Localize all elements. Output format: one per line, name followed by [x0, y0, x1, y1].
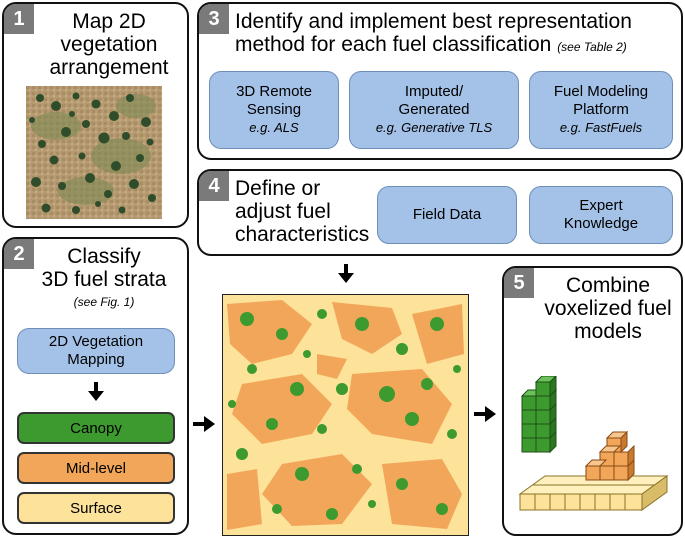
method-imputed-generated: Imputed/ Generated e.g. Generative TLS	[349, 71, 519, 149]
step-number: 4	[199, 171, 229, 201]
panel-map-2d-vegetation: 1 Map 2D vegetation arrangement	[2, 2, 189, 228]
step-number: 5	[504, 268, 534, 298]
right-arrow-icon	[474, 406, 496, 422]
surface-layer: Surface	[17, 492, 175, 524]
panel-define-fuel-characteristics: 4 Define or adjust fuel characteristics …	[197, 169, 683, 256]
panel-title: Map 2D vegetation arrangement	[49, 10, 169, 79]
aerial-vegetation-image	[26, 86, 162, 219]
method-remote-sensing: 3D Remote Sensing e.g. ALS	[209, 71, 339, 149]
expert-knowledge-box: Expert Knowledge	[529, 186, 673, 244]
panel-title: Define or adjust fuel characteristics	[235, 177, 370, 246]
fuel-strata-map	[222, 294, 469, 536]
down-arrow-icon	[338, 264, 354, 283]
panel-title: Classify 3D fuel strata (see Fig. 1)	[41, 245, 167, 309]
canopy-layer: Canopy	[17, 412, 175, 444]
method-fuel-modeling-platform: Fuel Modeling Platform e.g. FastFuels	[529, 71, 673, 149]
step-number: 2	[4, 239, 34, 269]
panel-title: Combine voxelized fuel models	[544, 274, 672, 343]
mid-level-layer: Mid-level	[17, 452, 175, 484]
vegetation-mapping-box: 2D Vegetation Mapping	[17, 328, 175, 374]
voxel-model-illustration	[518, 376, 669, 511]
panel-identify-representation: 3 Identify and implement best representa…	[197, 2, 683, 160]
step-number: 1	[4, 4, 34, 34]
panel-classify-fuel-strata: 2 Classify 3D fuel strata (see Fig. 1) 2…	[2, 237, 189, 535]
panel-title: Identify and implement best representati…	[235, 10, 632, 56]
step-number: 3	[199, 4, 229, 34]
panel-combine-voxelized-models: 5 Combine voxelized fuel models	[502, 266, 683, 536]
right-arrow-icon	[193, 416, 215, 432]
down-arrow-icon	[88, 382, 104, 401]
field-data-box: Field Data	[377, 186, 517, 244]
